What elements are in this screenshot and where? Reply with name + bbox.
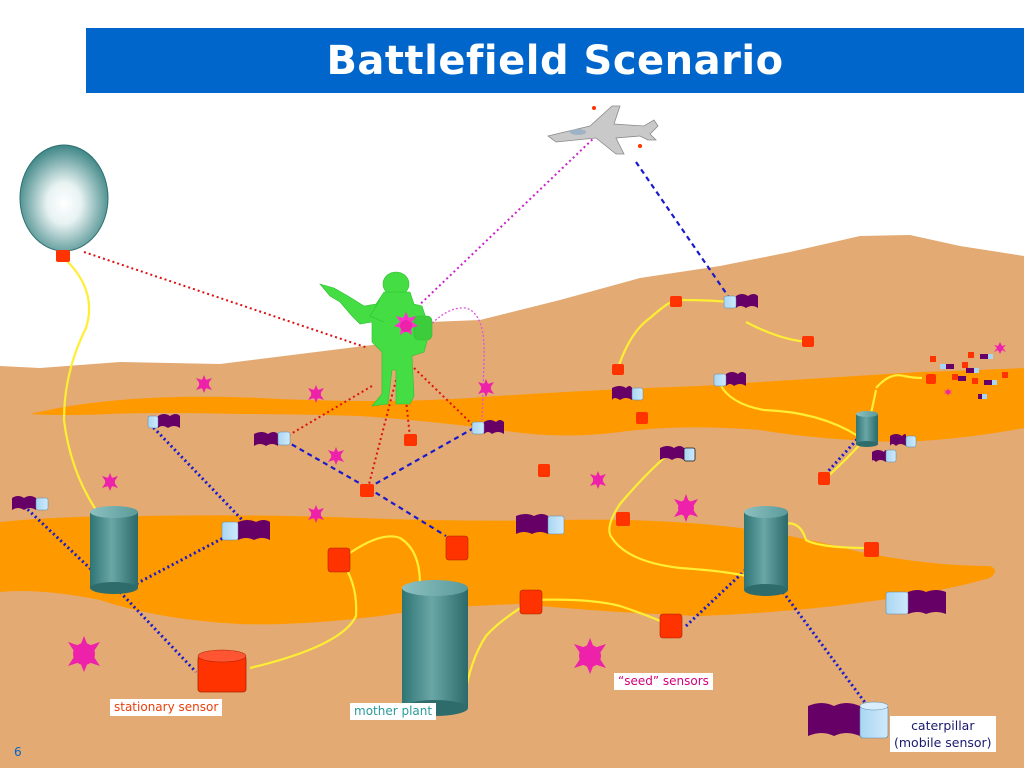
caterpillar-icon (612, 386, 644, 401)
caterpillar-icon (660, 446, 696, 462)
mother-plant-icon (856, 411, 878, 447)
stationary-sensor-icon (670, 296, 682, 307)
caterpillar-icon (872, 449, 897, 463)
slide-number: 6 (14, 745, 22, 759)
stationary-sensor-icon (445, 535, 469, 561)
stationary-sensor-icon (360, 484, 374, 497)
desert-terrain (0, 235, 1024, 768)
seed-sensor-icon (574, 638, 606, 674)
caterpillar-icon (713, 372, 746, 387)
stationary-sensor-icon (818, 472, 830, 485)
comm-links-red (83, 251, 475, 489)
caterpillar-icon (516, 514, 565, 535)
stationary-sensor-icon (612, 364, 624, 375)
river-upper (30, 368, 1024, 442)
seed-sensor-icon (674, 494, 698, 522)
caterpillar-icon (471, 420, 504, 435)
stationary-sensor-icon (616, 512, 630, 526)
fighter-jet-icon[interactable] (547, 105, 659, 155)
caterpillar-icon (254, 431, 291, 446)
slide-title: Battlefield Scenario (326, 37, 784, 84)
caterpillars (12, 294, 946, 739)
stationary-sensor-label: stationary sensor (110, 699, 223, 716)
caterpillar-icon (12, 496, 49, 511)
slide-title-bar: Battlefield Scenario (86, 28, 1024, 93)
seed-sensor-icon (944, 388, 952, 396)
seed-sensors-label: “seed” sensors (614, 673, 713, 690)
caterpillar-icon (890, 434, 917, 448)
caterpillar-icon (147, 414, 180, 429)
balloon-icon[interactable] (19, 144, 109, 262)
seed-sensor-icon (590, 471, 606, 489)
comm-links-magenta (411, 135, 597, 313)
stationary-sensor-icon (659, 613, 683, 639)
stationary-sensor-icon (802, 336, 814, 347)
seed-sensor-icon (68, 636, 100, 672)
soldier-icon (319, 271, 433, 407)
caterpillar-icon (808, 701, 889, 739)
caterpillar-icon (221, 520, 270, 541)
seed-sensor-icon (196, 375, 212, 393)
mother-plant-icon (90, 506, 138, 594)
stationary-sensor-icon (636, 412, 648, 424)
seed-sensors (68, 342, 1006, 674)
seed-sensor-icon (478, 379, 494, 397)
seed-sensor-icon (308, 385, 324, 403)
stationary-sensor-icon (538, 464, 550, 477)
mother-plant-icon (402, 580, 468, 716)
comm-links-blue (283, 161, 729, 537)
stationary-sensor-icon (197, 649, 247, 693)
seed-sensor-icon (394, 312, 418, 335)
seed-sensor-icon (328, 447, 344, 465)
stationary-sensors (197, 296, 936, 693)
caterpillar-label: caterpillar (mobile sensor) (890, 716, 996, 752)
stationary-sensor-icon (926, 374, 936, 384)
mother-plant-label: mother plant (350, 703, 437, 720)
caterpillar-label-line2: (mobile sensor) (894, 735, 992, 750)
stationary-sensor-icon (327, 547, 351, 573)
stationary-sensor-icon (519, 589, 543, 615)
mother-plant-icon (744, 506, 788, 596)
seed-sensor-icon (102, 473, 118, 491)
stationary-sensor-icon (864, 542, 879, 557)
seed-sensor-icon (994, 342, 1006, 354)
stationary-sensor-icon (404, 434, 417, 446)
soldier-arc-link (423, 307, 485, 421)
seed-sensor-icon (308, 505, 324, 523)
distant-sensor-cluster (930, 352, 1008, 399)
caterpillar-icon (885, 590, 946, 615)
caterpillar-label-line1: caterpillar (911, 718, 975, 733)
caterpillar-icon (723, 294, 758, 309)
